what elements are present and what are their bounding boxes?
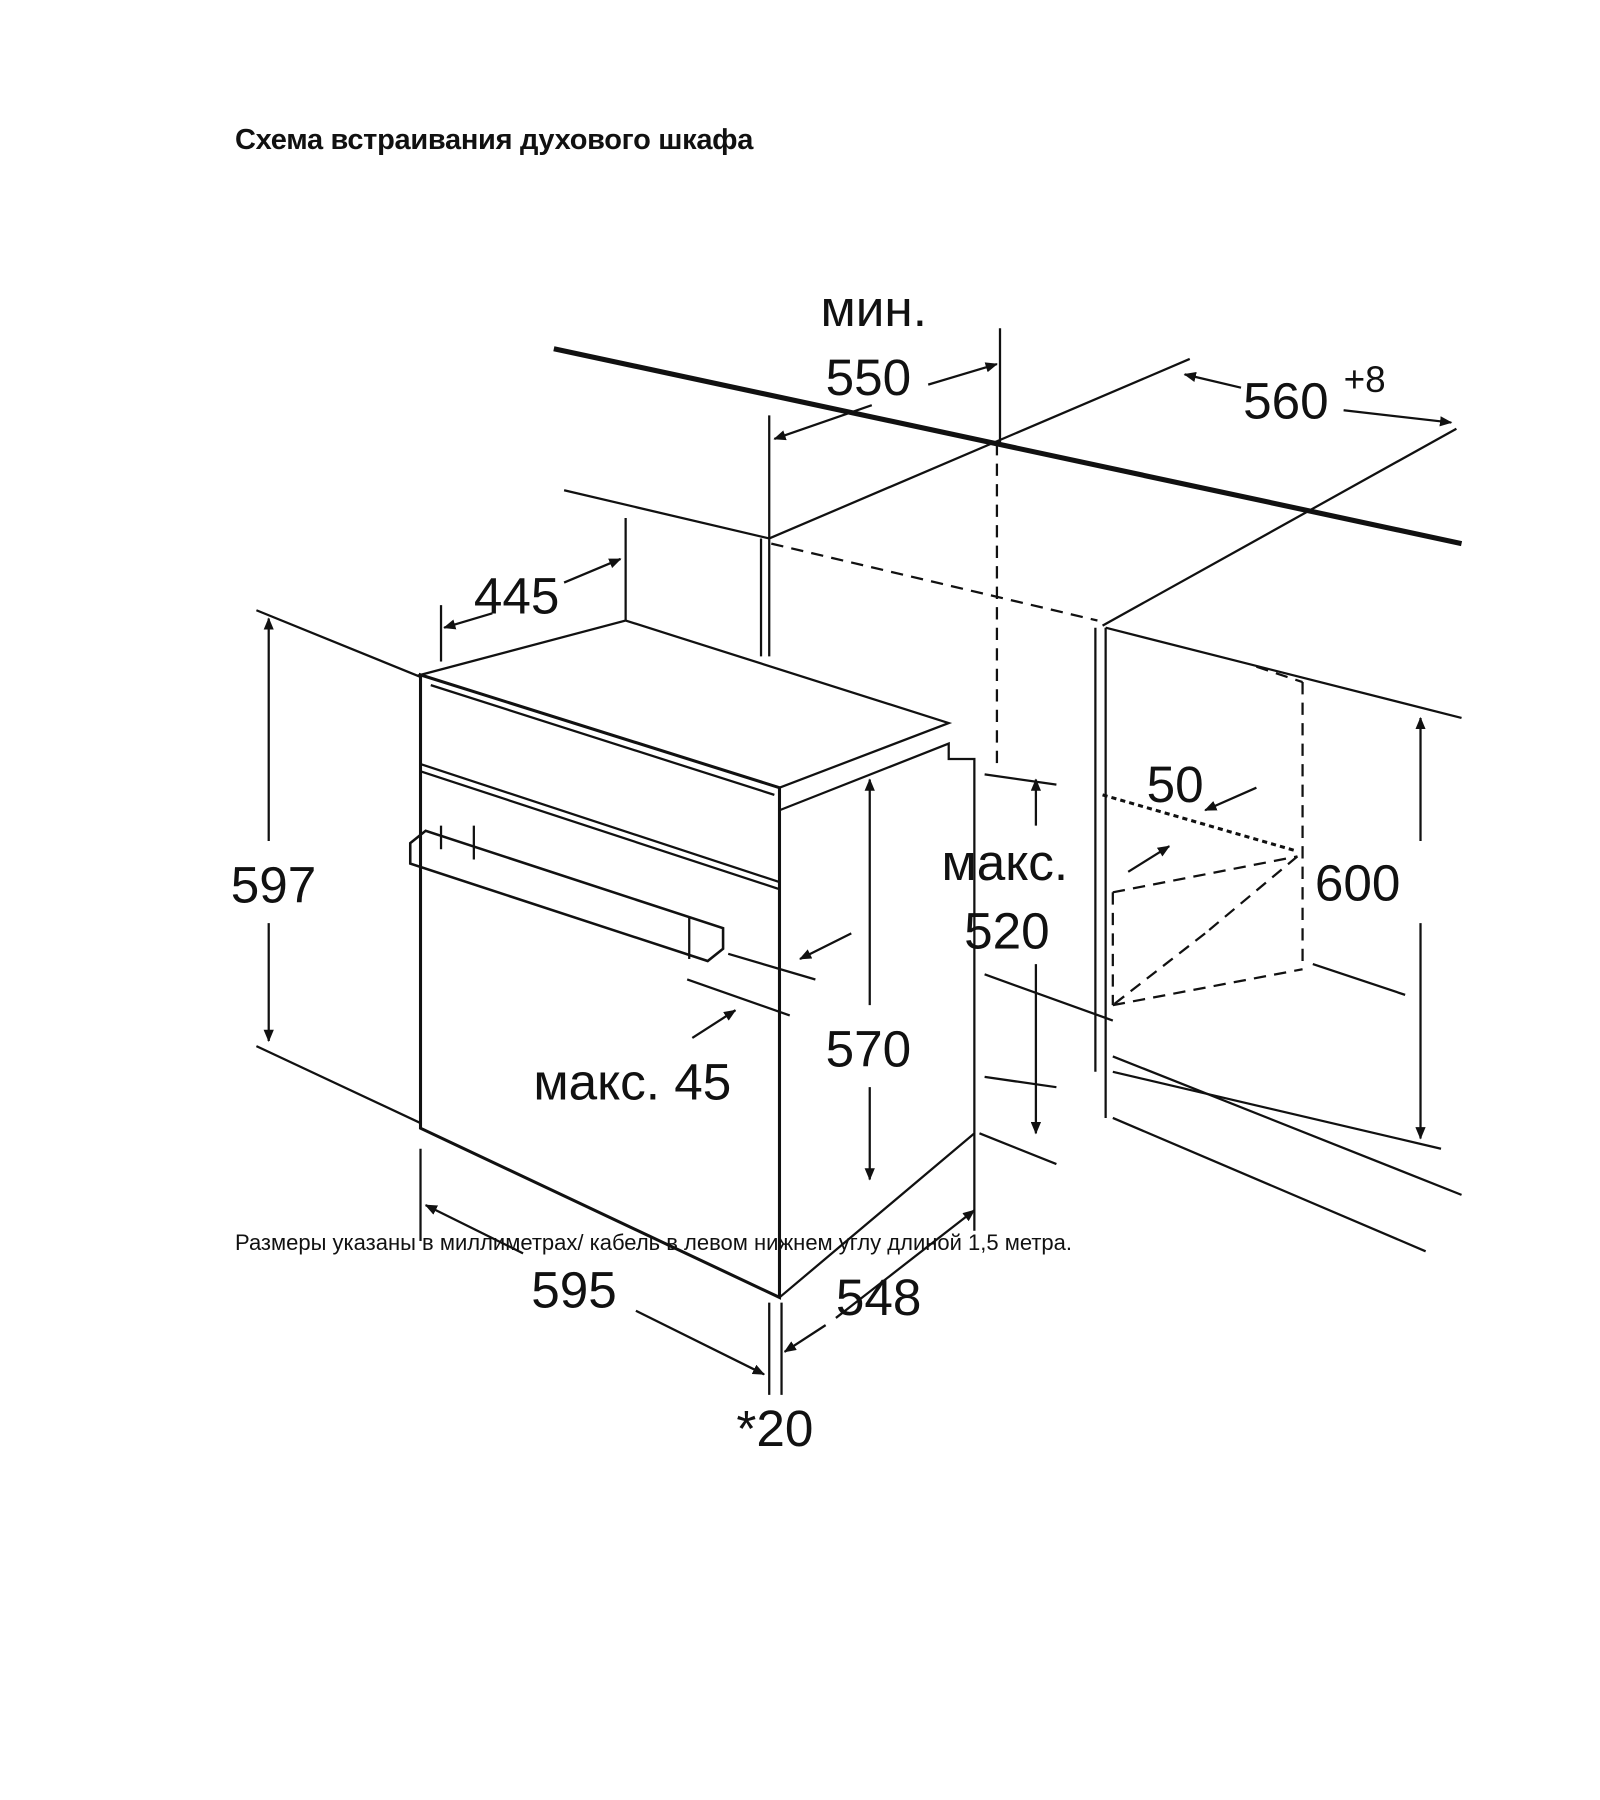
label-min: мин. (821, 280, 927, 337)
door-handle (408, 825, 725, 963)
cabinet-niche (553, 346, 1463, 1253)
label-597: 597 (231, 857, 317, 914)
label-max-45: макс. 45 (533, 1053, 731, 1110)
dimension-lines (255, 328, 1453, 1395)
label-560-tolerance: +8 (1344, 359, 1386, 400)
label-20: *20 (736, 1400, 813, 1457)
label-600: 600 (1315, 855, 1401, 912)
oven (408, 619, 976, 1300)
label-max: макс. (942, 834, 1069, 891)
label-50: 50 (1147, 756, 1204, 813)
label-520: 520 (964, 903, 1050, 960)
page-title: Схема встраивания духового шкафа (235, 124, 754, 156)
label-445: 445 (474, 567, 560, 624)
label-595: 595 (531, 1262, 617, 1319)
label-560: 560 (1243, 372, 1329, 429)
label-550: 550 (826, 349, 912, 406)
label-548: 548 (836, 1269, 922, 1326)
footnote: Размеры указаны в миллиметрах/ кабель в … (235, 1230, 1073, 1255)
label-570: 570 (826, 1021, 912, 1078)
